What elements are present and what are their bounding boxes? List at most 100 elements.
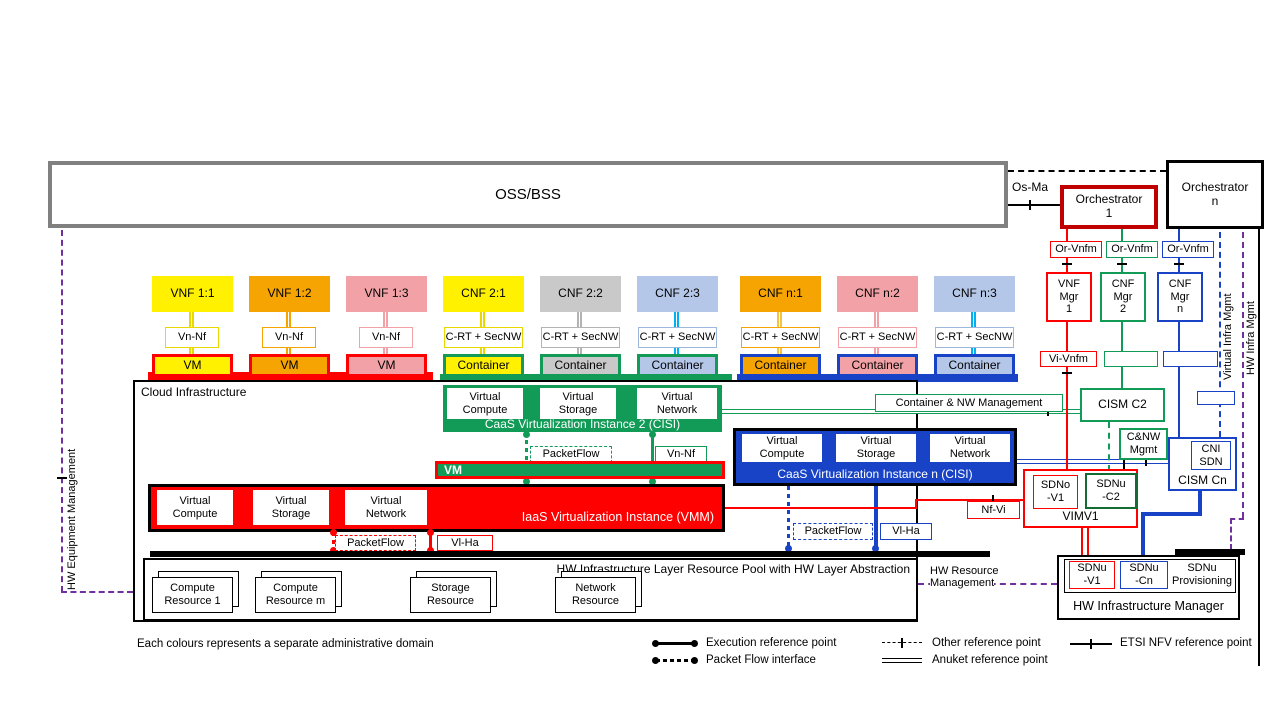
hwres-l1: HW Resource [930, 565, 999, 577]
cism-cn-down-line-a [1198, 491, 1202, 514]
c-rt-secnw-label: C-RT + SecNW [838, 327, 917, 348]
packetflow-label-iaas: PacketFlow [335, 535, 416, 551]
etsi-tick [1123, 460, 1125, 470]
vm-box: VM [152, 354, 233, 377]
sdnu-v1-l1: SDNu [1077, 562, 1107, 575]
container-box: Container [443, 354, 524, 377]
mgr-l3: n [1176, 303, 1184, 316]
cnw-l2: Mgmt [1129, 444, 1158, 456]
cism-cn-down-line-c [1141, 512, 1145, 556]
packetflow-line-blue [787, 486, 790, 551]
container-nw-mgmt-label: Container & NW Management [875, 394, 1063, 412]
container-box: Container [637, 354, 718, 377]
c-rt-secnw-label: C-RT + SecNW [741, 327, 820, 348]
virtual-compute-l2: Compute [462, 403, 508, 416]
iaas-title: IaaS Virtualization Instance (VMM) [521, 510, 714, 524]
nf-vi-text: Nf-Vi [981, 503, 1006, 516]
empty-blue-box [1197, 391, 1235, 405]
ref-text: C-RT + SecNW [839, 331, 916, 344]
virtual-network-l2: Network [949, 448, 991, 460]
vnf-box: VNF 1:3 [346, 276, 427, 312]
container-nw-text: Container & NW Management [895, 396, 1043, 409]
orchestrator-1-line1: Orchestrator [1075, 192, 1143, 207]
sdnu-cn-box: SDNu-Cn [1120, 561, 1168, 589]
container-box: Container [740, 354, 821, 377]
sdnu-prov-l1: SDNu [1187, 562, 1217, 575]
cism-c2-sdnu-line [1108, 422, 1110, 471]
or-vnfm-label-2: Or-Vnfm [1106, 241, 1158, 258]
mgr-l2: Mgr [1059, 290, 1079, 303]
ref-text: C-RT + SecNW [936, 331, 1013, 344]
vnf-box: VNF 1:2 [249, 276, 330, 312]
resource-l2: Resource m [265, 595, 326, 607]
runtime-text: Container [851, 357, 904, 372]
execution-dot [649, 478, 656, 485]
cism-cn-label: CISM Cn [1178, 473, 1227, 487]
etsi-tick [1062, 263, 1072, 265]
packetflow-line-red [332, 532, 335, 552]
virtual-storage-l1: Virtual [562, 390, 594, 403]
vl-ha-text: Vl-Ha [451, 536, 479, 549]
vn-nf-label: Vn-Nf [165, 327, 219, 348]
container-box: Container [837, 354, 918, 377]
mgr-l3: 2 [1119, 303, 1127, 316]
execution-dot [523, 431, 530, 438]
runtime-text: Container [948, 357, 1001, 372]
caasn-title: CaaS Virtualization Instance n (CISI) [777, 467, 973, 481]
cni-l1: CNI [1201, 442, 1221, 455]
orchestrator-1-box: Orchestrator 1 [1060, 185, 1158, 229]
or-vnfm-text: Or-Vnfm [1111, 243, 1153, 256]
sdno-l2: -V1 [1046, 492, 1065, 504]
or-vnfm-text: Or-Vnfm [1055, 243, 1097, 256]
nf-label: CNF 2:3 [655, 286, 700, 301]
nf-label: CNF n:3 [952, 286, 997, 301]
mgr-l1: CNF [1168, 278, 1192, 291]
packetflow-line-green [525, 432, 528, 484]
execution-dot [785, 545, 792, 552]
empty-ref-label-blue [1163, 351, 1218, 367]
virtual-infra-mgmt-label: Virtual Infra Mgmt [1222, 293, 1234, 380]
execution-line-blue [874, 486, 878, 551]
ref-text: Vn-Nf [371, 331, 401, 344]
mgr-l2: Mgr [1170, 290, 1190, 303]
packetflow-text: PacketFlow [347, 536, 404, 549]
execution-ref-icon [656, 642, 694, 645]
runtime-text: VM [280, 357, 299, 372]
nf-vi-line-a [725, 507, 917, 509]
c-rt-secnw-label: C-RT + SecNW [444, 327, 523, 348]
packet-flow-icon [656, 659, 694, 662]
hw-infra-mgmt-label: HW Infra Mgmt [1245, 301, 1257, 375]
virtual-compute-l2: Compute [759, 448, 805, 460]
execution-dot [523, 478, 530, 485]
empty-ref-label-green [1104, 351, 1158, 367]
virtual-network-l1: Virtual [661, 390, 693, 403]
virtual-storage-l2: Storage [856, 448, 896, 460]
os-ma-line [1008, 204, 1060, 206]
c-rt-secnw-label: C-RT + SecNW [541, 327, 620, 348]
nf-label: VNF 1:3 [364, 286, 409, 301]
virtual-network-l1: Virtual [370, 494, 402, 507]
cnw-l1: C&NW [1126, 431, 1161, 444]
etsi-ref-tick [1090, 639, 1092, 649]
packet-flow-dot [691, 657, 698, 664]
ref-text: C-RT + SecNW [542, 331, 619, 344]
caas2-title: CaaS Virtualization Instance 2 (CISI) [484, 417, 681, 431]
ref-text: C-RT + SecNW [639, 331, 716, 344]
virtual-compute-l1: Virtual [469, 390, 501, 403]
ref-text: Vn-Nf [274, 331, 304, 344]
virtual-network-l2: Network [656, 403, 698, 416]
execution-line-green [651, 432, 654, 484]
hw-abstraction-bar [150, 551, 990, 557]
etsi-tick [1062, 372, 1072, 374]
